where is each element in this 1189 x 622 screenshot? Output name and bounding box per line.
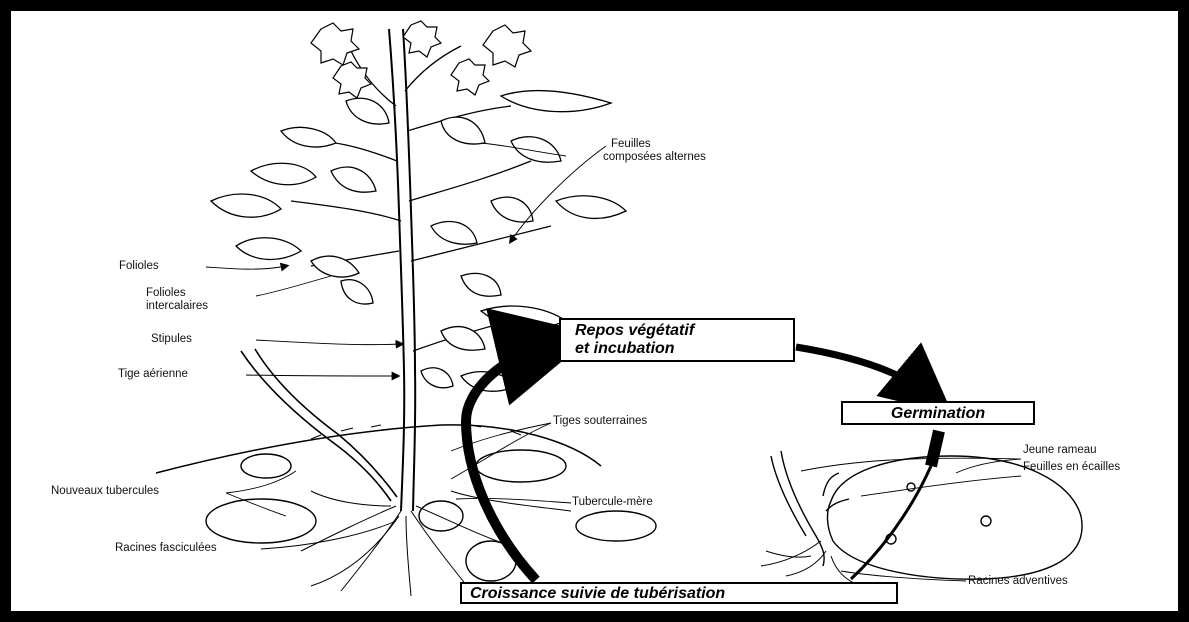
stage-germination: Germination <box>841 401 1035 425</box>
label-nouveaux-tubercules: Nouveaux tubercules <box>51 485 159 498</box>
label-tiges-souterraines: Tiges souterraines <box>553 415 647 428</box>
label-tige-aerienne: Tige aérienne <box>118 368 188 381</box>
label-tubercule-mere: Tubercule-mère <box>572 496 653 509</box>
label-folioles-intercalaires: Folioles intercalaires <box>146 287 208 313</box>
label-folioles-inter-line2: intercalaires <box>146 300 208 313</box>
stage-croissance-tuberisation: Croissance suivie de tubérisation <box>460 582 898 604</box>
label-folioles-inter-line1: Folioles <box>146 287 208 300</box>
stage-repos-line1: Repos végétatif <box>569 322 785 340</box>
label-feuilles: Feuilles composées alternes <box>603 138 706 164</box>
stage-repos-vegetatif: Repos végétatif et incubation <box>559 318 795 362</box>
label-racines-adventives: Racines adventives <box>968 575 1068 588</box>
label-feuilles-line1: Feuilles <box>603 138 706 151</box>
diagram-frame: Feuilles composées alternes Folioles Fol… <box>9 9 1180 613</box>
plant-main-stem <box>389 29 415 511</box>
stage-repos-line2: et incubation <box>569 340 785 358</box>
label-jeune-rameau: Jeune rameau <box>1023 444 1097 457</box>
label-feuilles-ecailles: Feuilles en écailles <box>1023 461 1120 474</box>
flowers <box>311 21 531 98</box>
label-feuilles-line2: composées alternes <box>603 151 706 164</box>
label-stipules: Stipules <box>151 333 192 346</box>
label-racines-fasciculees: Racines fasciculées <box>115 542 217 555</box>
label-folioles: Folioles <box>119 260 159 273</box>
new-tubers <box>206 450 656 581</box>
